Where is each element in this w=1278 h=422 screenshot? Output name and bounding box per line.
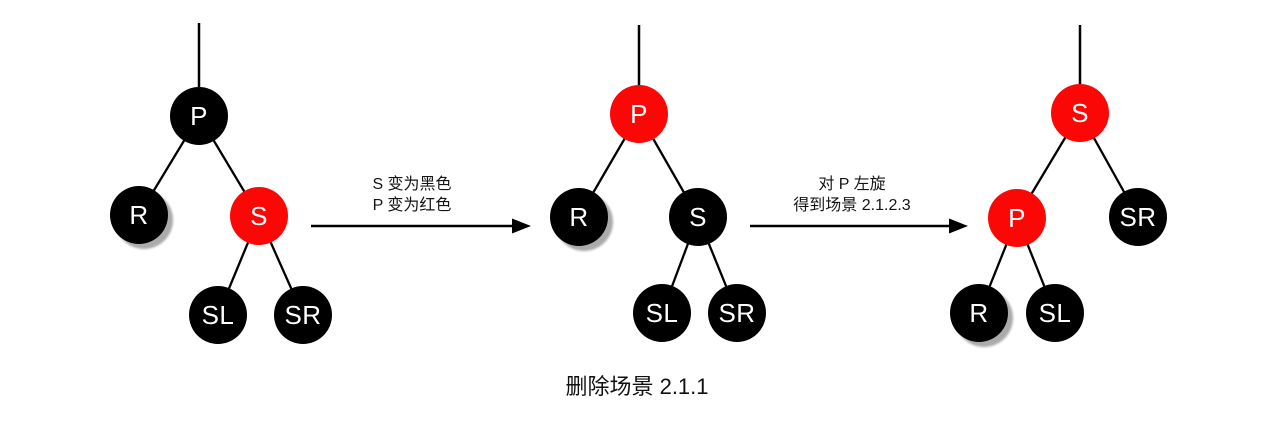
diagram-caption: 删除场景 2.1.1 [565,374,709,399]
tree-3-node-S: S [1051,84,1109,142]
node-label: SL [645,298,679,328]
tree-3-node-SR: SR [1109,188,1167,246]
tree-3-node-P: P [988,189,1046,247]
transition-label-1: S 变为黑色 P 变为红色 [372,174,451,216]
tree-1-node-S: S [230,187,288,245]
tree-2-node-SR: SR [708,284,766,342]
tree-2-node-S: S [669,188,727,246]
node-label: SL [201,300,235,330]
node-label: SR [284,300,322,330]
node-label: R [569,202,589,232]
tree-1-node-SL: SL [189,286,247,344]
transition-label-2: 对 P 左旋得到场景 2.1.2.3 [793,174,910,216]
node-label: SL [1038,298,1072,328]
tree-2-node-P: P [610,85,668,143]
tree-1-node-R: R [110,186,168,244]
tree-2-node-SL: SL [633,284,691,342]
transition-label-line1: S 变为黑色 [372,176,452,193]
node-label: P [190,101,208,131]
tree-3-node-SL: SL [1026,284,1084,342]
node-label: SR [718,298,756,328]
node-label: S [689,202,707,232]
node-label: SR [1119,202,1157,232]
transition-label-line2: 得到场景 2.1.2.3 [793,197,911,214]
transition-label-line2: P 变为红色 [372,197,452,214]
node-label: P [1008,203,1026,233]
tree-1-node-P: P [170,87,228,145]
node-label: S [250,201,268,231]
transition-label-line1: 对 P 左旋 [818,176,886,193]
node-label: R [969,298,989,328]
tree-1-node-SR: SR [274,286,332,344]
node-label: P [630,99,648,129]
node-label: R [129,200,149,230]
tree-2-node-R: R [550,188,608,246]
tree-3-node-R: R [950,284,1008,342]
node-label: S [1071,98,1089,128]
